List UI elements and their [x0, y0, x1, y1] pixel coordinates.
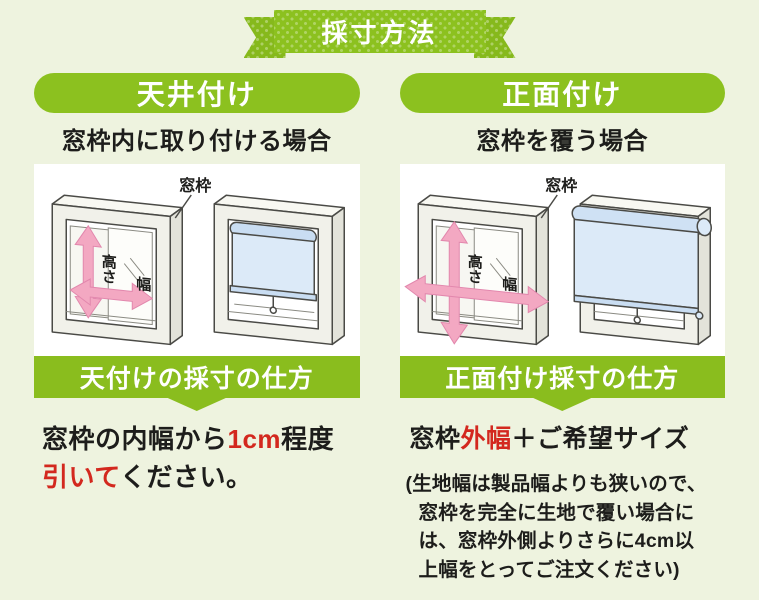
ceiling-mount-instruction: 窓枠の内幅から1cm程度 引いてください。	[34, 421, 360, 496]
roller-blind	[229, 221, 317, 314]
note-line: 窓枠を完全に生地で覆い場合に	[418, 501, 695, 524]
frame-label-pointer	[540, 194, 558, 219]
note-line: (生地幅は製品幅よりも狭いので、	[405, 473, 707, 496]
width-label: 幅	[502, 275, 517, 295]
banner-ceiling-measure: 天付けの採寸の仕方	[34, 356, 360, 398]
width-label: 幅	[136, 275, 151, 295]
measurement-guide-page: 採寸方法 天井付け 窓枠内に取り付ける場合	[0, 10, 759, 600]
window-frame-with-arrows: 高さ 幅	[51, 194, 183, 346]
frame-label: 窓枠	[545, 176, 577, 195]
front-mount-note: (生地幅は製品幅よりも狭いので、 窓枠を完全に生地で覆い場合に は、窓枠外側より…	[400, 470, 726, 584]
height-label: 高さ	[100, 252, 117, 285]
instruction-segment-red: 引いて	[42, 461, 120, 492]
illustration-ceiling-mount: 高さ 幅 窓枠	[34, 164, 360, 356]
window-diagram-inside-mount: 高さ 幅 窓枠	[51, 176, 345, 346]
measurement-method-ribbon: 採寸方法	[243, 10, 516, 58]
window-with-front-blind	[571, 194, 712, 346]
width-arrow	[403, 274, 549, 314]
window-with-inside-blind	[213, 194, 345, 346]
pill-ceiling-mount: 天井付け	[34, 73, 360, 113]
frame-label: 窓枠	[179, 176, 211, 195]
instruction-segment-red: 外幅	[460, 425, 512, 453]
height-label: 高さ	[465, 252, 482, 285]
roller-blind	[571, 205, 712, 324]
instruction-segment: 程度	[281, 424, 335, 454]
note-line: は、窓枠外側よりさらに4cm以	[418, 530, 695, 553]
column-front-mount: 正面付け 窓枠を覆う場合	[399, 73, 726, 584]
instruction-segment: 窓枠	[409, 425, 461, 453]
instruction-segment: 窓枠の内幅から	[42, 424, 228, 454]
instruction-segment-red: 1cm	[227, 424, 282, 454]
note-line: 上幅をとってご注文ください)	[418, 558, 680, 581]
banner-front-measure: 正面付け採寸の仕方	[399, 356, 725, 398]
ribbon-body: 採寸方法	[273, 10, 486, 53]
subtitle-ceiling-mount: 窓枠内に取り付ける場合	[62, 128, 332, 155]
pill-front-mount: 正面付け	[399, 73, 725, 113]
height-arrow	[439, 220, 468, 345]
frame-label-pointer	[174, 194, 192, 219]
front-mount-instruction: 窓枠外幅＋ご希望サイズ	[400, 421, 726, 457]
window-frame-with-arrows: 高さ 幅	[403, 194, 549, 346]
window-diagram-front-mount: 高さ 幅 窓枠	[403, 176, 712, 346]
height-arrow	[74, 224, 103, 319]
subtitle-front-mount: 窓枠を覆う場合	[476, 128, 648, 155]
column-ceiling-mount: 天井付け 窓枠内に取り付ける場合	[34, 73, 360, 584]
instruction-segment: ください。	[119, 461, 253, 492]
instruction-segment: ＋ご希望サイズ	[511, 425, 690, 453]
illustration-front-mount: 高さ 幅 窓枠	[399, 164, 725, 356]
ribbon-title: 採寸方法	[321, 18, 438, 48]
width-arrow	[69, 278, 154, 311]
columns: 天井付け 窓枠内に取り付ける場合	[0, 73, 759, 584]
